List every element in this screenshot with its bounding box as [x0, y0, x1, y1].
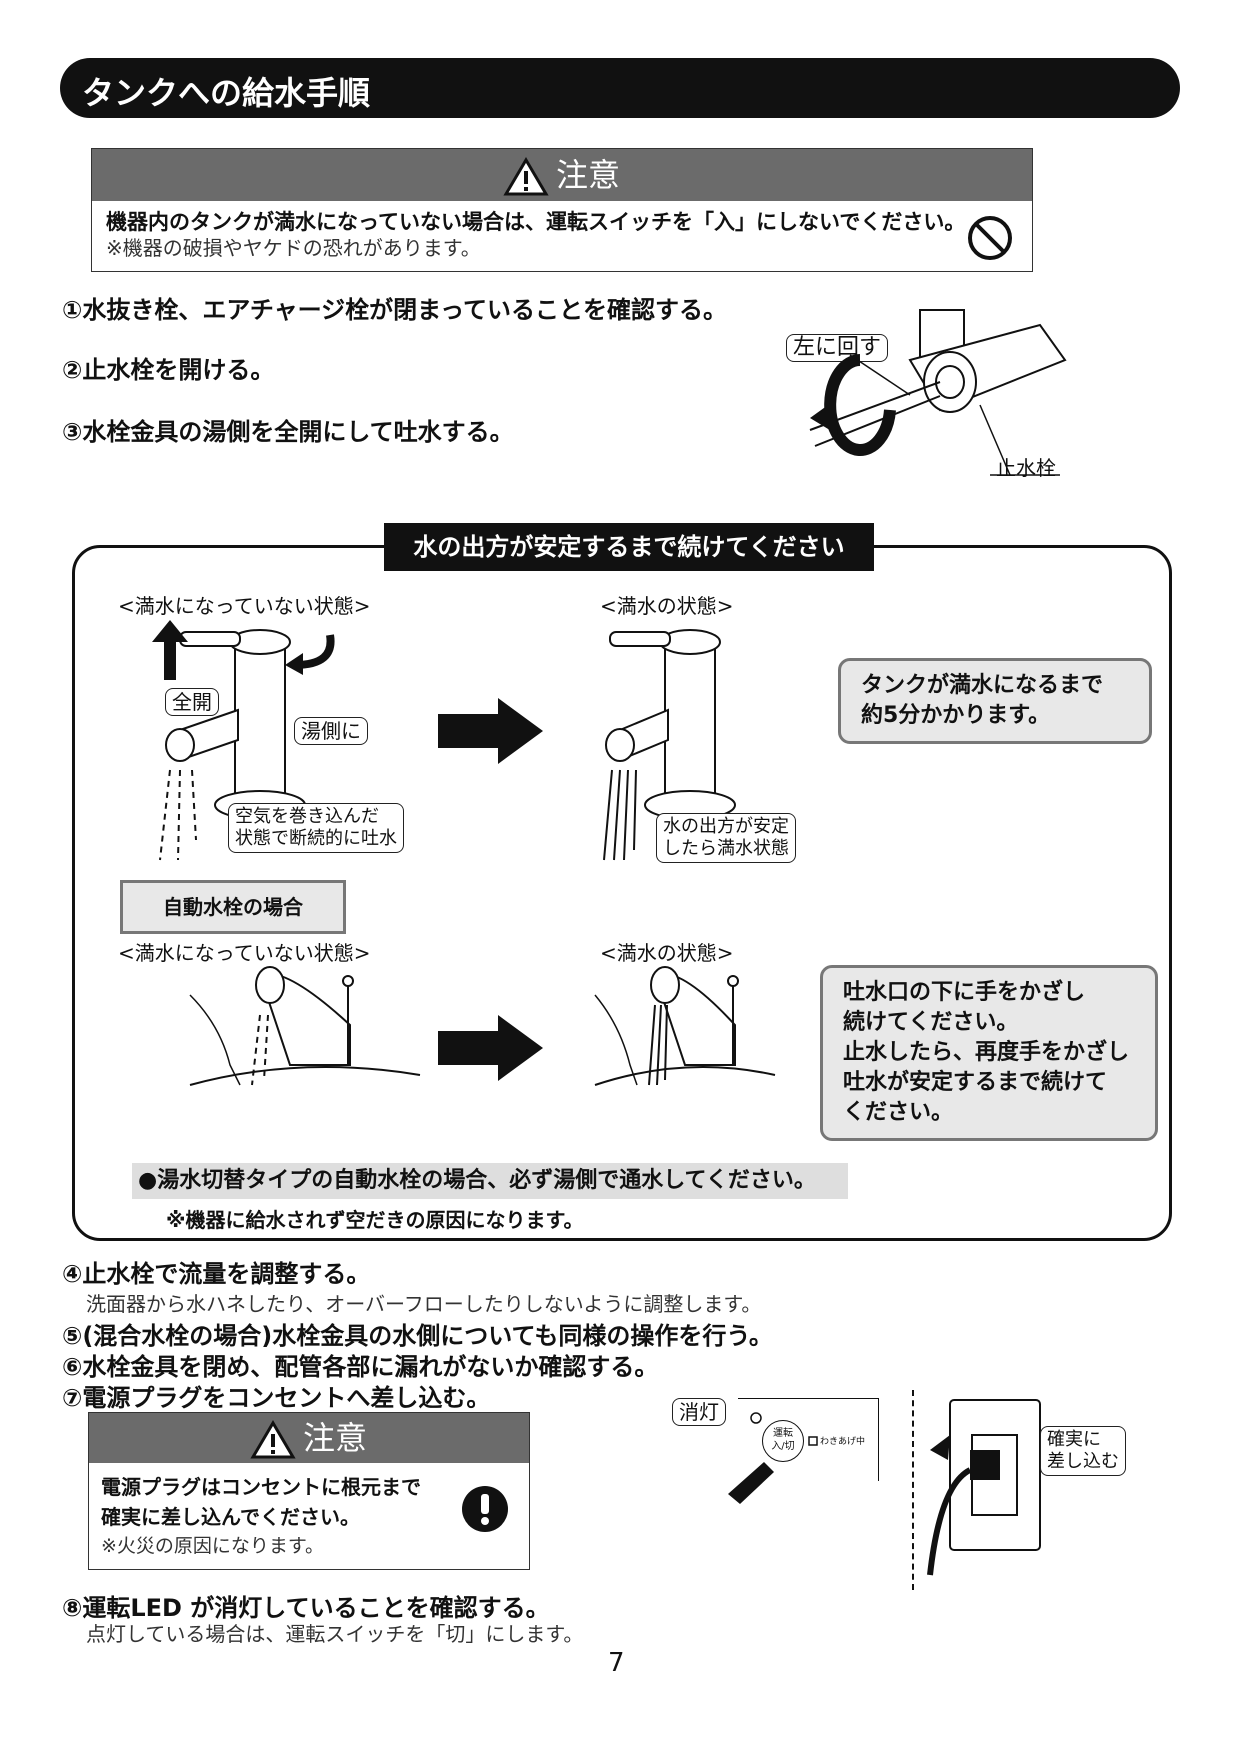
off-label: 消灯: [672, 1398, 726, 1426]
mandatory-action-icon: [462, 1486, 508, 1532]
step-6: ⑥水栓金具を閉め、配管各部に漏れがないか確認する。: [62, 1353, 659, 1381]
panel-title-bar: 水の出方が安定するまで続けてください: [384, 523, 874, 571]
info-box-tank: タンクが満水になるまで 約5分かかります。: [838, 658, 1152, 744]
caution-title: 注意: [555, 156, 620, 194]
info-auto-line-3: 止水したら、再度手をかざし: [843, 1040, 1130, 1065]
info-auto-line-4: 吐水が安定するまで続けて: [843, 1070, 1108, 1095]
outlet-plug-illustration: [927, 1399, 1041, 1576]
caution-box-2: 注意 電源プラグはコンセントに根元まで 確実に差し込んでください。 ※火災の原因…: [88, 1412, 530, 1570]
heating-label: わきあげ中: [820, 1437, 866, 1447]
rotate-arrow-icon: [285, 634, 335, 675]
page-number: 7: [608, 1648, 625, 1678]
info-auto-line-2: 続けてください。: [843, 1010, 1019, 1035]
pointing-finger-icon: [728, 1462, 774, 1504]
step-8-sub: 点灯している場合は、運転スイッチを「切」にします。: [86, 1622, 584, 1646]
stable-note-line-1: 水の出方が安定: [663, 816, 789, 837]
step-4-sub: 洗面器から水ハネしたり、オーバーフローしたりしないように調整します。: [86, 1292, 762, 1316]
caution2-line-3: ※火災の原因になります。: [101, 1535, 325, 1557]
section-title: タンクへの給水手順: [82, 74, 371, 112]
power-switch[interactable]: 運転 入/切: [762, 1420, 804, 1462]
led-indicator-icon: [750, 1412, 762, 1424]
caution-title-2: 注意: [302, 1419, 367, 1457]
caution-line-2: ※機器の破損やヤケドの恐れがあります。: [106, 236, 481, 260]
arrow-right-icon: [438, 698, 543, 764]
stable-note-line-2: したら満水状態: [663, 838, 789, 859]
note-bold: ●湯水切替タイプの自動水栓の場合、必ず湯側で通水してください。: [138, 1168, 816, 1193]
control-panel: [738, 1398, 879, 1481]
panel-title: 水の出方が安定するまで続けてください: [413, 533, 845, 561]
switch-label-2: 入/切: [771, 1441, 795, 1452]
step-2: ②止水栓を開ける。: [62, 356, 275, 384]
caution2-line-2: 確実に差し込んでください。: [101, 1505, 360, 1529]
prohibition-icon: [968, 216, 1012, 260]
faucet-full-illustration: [603, 629, 736, 861]
step-5: ⑤(混合水栓の場合)水栓金具の水側についても同様の操作を行う。: [62, 1322, 773, 1350]
caution-box-1: 注意 機器内のタンクが満水になっていない場合は、運転スイッチを「入」にしないでく…: [91, 148, 1033, 272]
caution2-line-1: 電源プラグはコンセントに根元まで: [101, 1475, 421, 1499]
stable-note: 水の出方が安定 したら満水状態: [656, 813, 796, 863]
auto-faucet-not-full-illustration: [189, 966, 421, 1086]
info-auto-line-1: 吐水口の下に手をかざし: [843, 980, 1086, 1005]
note-highlight: ●湯水切替タイプの自動水栓の場合、必ず湯側で通水してください。: [132, 1163, 848, 1199]
insert-label-1: 確実に: [1047, 1429, 1101, 1450]
air-note: 空気を巻き込んだ 状態で断続的に吐水: [228, 803, 404, 853]
full-label-1: <満水の状態>: [600, 594, 734, 618]
air-note-line-2: 状態で断続的に吐水: [235, 828, 397, 849]
air-note-line-1: 空気を巻き込んだ: [235, 806, 379, 827]
full-open-label: 全開: [165, 688, 219, 716]
step-3: ③水栓金具の湯側を全開にして吐水する。: [62, 418, 514, 446]
step-8: ⑧運転LED が消灯していることを確認する。: [62, 1594, 550, 1622]
arrow-up-icon: [152, 620, 188, 680]
heating-indicator-icon: [808, 1436, 818, 1446]
switch-label-1: 運転: [773, 1428, 793, 1439]
auto-faucet-full-illustration: [594, 966, 776, 1086]
valve-illustration: [809, 309, 1067, 476]
insert-label-2: 差し込む: [1047, 1451, 1119, 1472]
to-hot-label: 湯側に: [294, 717, 368, 745]
caution-header-2: 注意: [89, 1413, 529, 1463]
step-7: ⑦電源プラグをコンセントへ差し込む。: [62, 1384, 491, 1412]
warning-triangle-icon-2: [250, 1420, 296, 1459]
insert-label: 確実に 差し込む: [1040, 1426, 1126, 1476]
arrow-right-icon-2: [438, 1015, 543, 1081]
step-4: ④止水栓で流量を調整する。: [62, 1260, 371, 1288]
not-full-label-2: <満水になっていない状態>: [118, 941, 371, 965]
auto-faucet-title: 自動水栓の場合: [163, 895, 303, 919]
info-tank-line-2: 約5分かかります。: [861, 703, 1051, 728]
caution-header: 注意: [92, 149, 1032, 201]
note-sub: ※機器に給水されず空だきの原因になります。: [166, 1208, 584, 1232]
step-1: ①水抜き栓、エアチャージ栓が閉まっていることを確認する。: [62, 296, 727, 324]
turn-left-label: 左に回す: [786, 334, 889, 362]
caution-line-1: 機器内のタンクが満水になっていない場合は、運転スイッチを「入」にしないでください…: [106, 210, 966, 234]
warning-triangle-icon: [503, 157, 549, 196]
info-tank-line-1: タンクが満水になるまで: [861, 673, 1104, 698]
auto-faucet-title-box: 自動水栓の場合: [120, 880, 346, 934]
valve-label: 止水栓: [996, 456, 1056, 480]
info-box-auto: 吐水口の下に手をかざし 続けてください。 止水したら、再度手をかざし 吐水が安定…: [820, 965, 1158, 1141]
not-full-label-1: <満水になっていない状態>: [118, 594, 371, 618]
divider-line: [912, 1390, 914, 1590]
full-label-2: <満水の状態>: [600, 941, 734, 965]
info-auto-line-5: ください。: [843, 1100, 954, 1125]
section-header: タンクへの給水手順: [60, 58, 1180, 118]
